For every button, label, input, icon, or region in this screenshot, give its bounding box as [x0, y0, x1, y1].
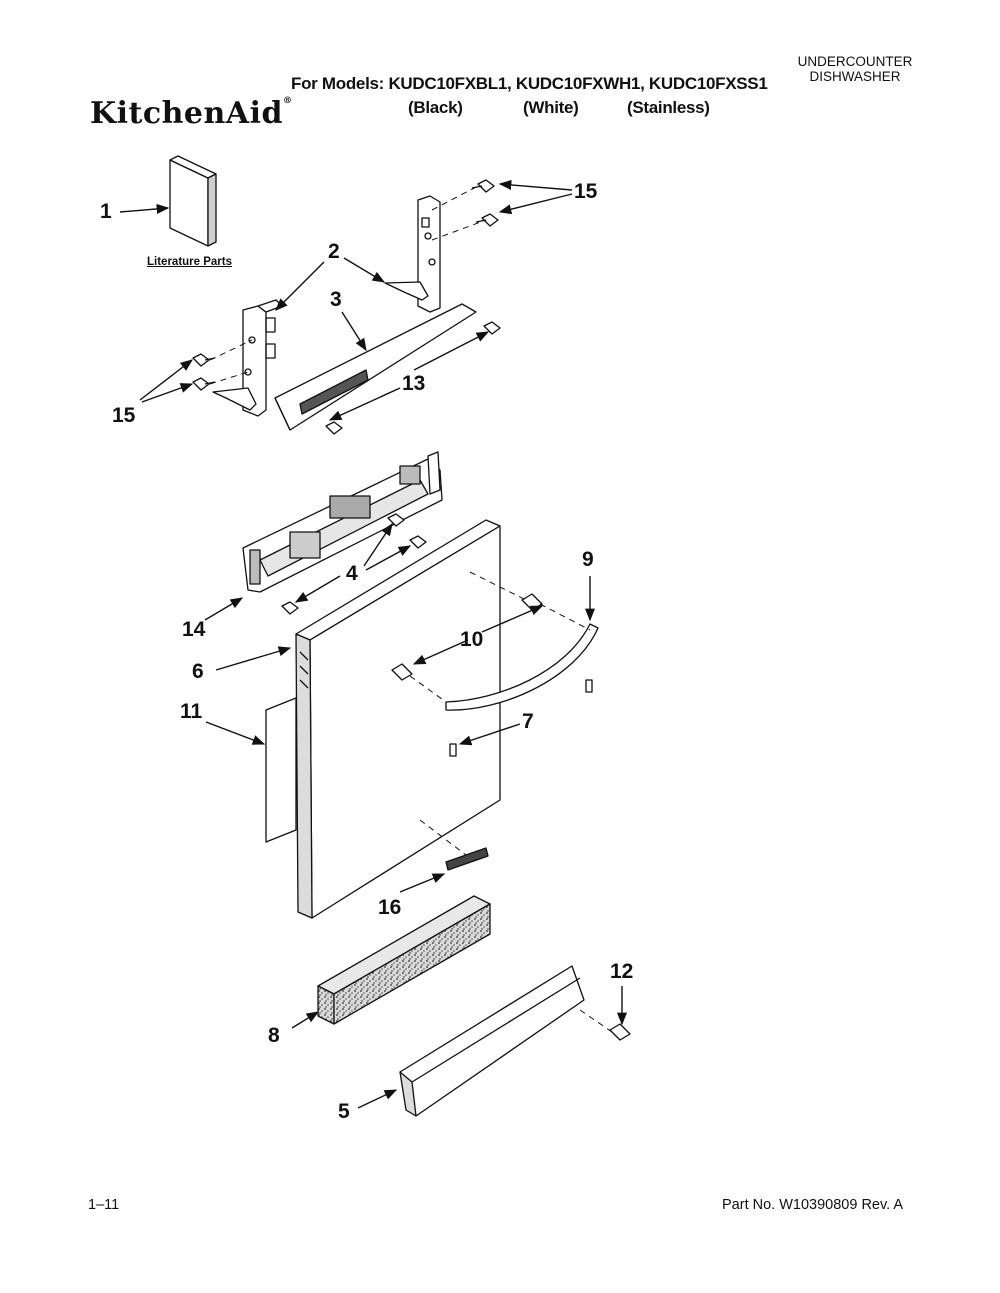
- mounting-bracket-right: [384, 195, 441, 313]
- spacer-parts: [281, 513, 543, 681]
- registered-mark: ®: [282, 96, 293, 106]
- brand-logo: KitchenAid®: [90, 96, 292, 131]
- callout-arrows: [119, 179, 628, 1109]
- callout-5: 5: [338, 1100, 350, 1123]
- callout-14: 14: [182, 618, 206, 641]
- mounting-bracket-left: [212, 299, 283, 417]
- finish-black: (Black): [408, 98, 463, 117]
- page-number: 1–11: [88, 1197, 120, 1213]
- callout-11: 11: [180, 700, 203, 723]
- top-trim-panel: [274, 303, 477, 431]
- literature-booklet-part: [169, 155, 217, 247]
- callout-13: 13: [402, 372, 426, 395]
- models-line: For Models: KUDC10FXBL1, KUDC10FXWH1, KU…: [291, 74, 768, 93]
- nameplate-badge: [445, 847, 489, 871]
- literature-parts-label: Literature Parts: [147, 256, 233, 268]
- toe-kick-panel: [399, 965, 585, 1117]
- callout-9: 9: [582, 548, 594, 571]
- callout-16: 16: [378, 896, 402, 919]
- callout-15-top: 15: [574, 180, 598, 203]
- callout-15-left: 15: [112, 404, 136, 427]
- callout-8: 8: [268, 1024, 280, 1047]
- brand-name: KitchenAid: [90, 96, 283, 131]
- appliance-category: UNDERCOUNTER DISHWASHER: [790, 54, 920, 84]
- callout-10: 10: [460, 628, 484, 651]
- finish-stainless: (Stainless): [627, 98, 710, 117]
- control-console-part: [242, 451, 443, 593]
- callout-7: 7: [522, 710, 534, 733]
- toe-kick-screw: [609, 1023, 631, 1041]
- callout-12: 12: [610, 960, 634, 983]
- callout-3: 3: [330, 288, 342, 311]
- toe-kick-insulation: [317, 895, 491, 1025]
- outer-door-panel: [295, 519, 501, 919]
- callout-4: 4: [346, 562, 358, 585]
- callout-6: 6: [192, 660, 204, 683]
- insulation-panel: [265, 697, 297, 843]
- callout-1: 1: [100, 200, 112, 223]
- assembly-guide-lines: [209, 185, 613, 1033]
- door-handle: [445, 623, 599, 757]
- category-line-2: DISHWASHER: [809, 69, 901, 84]
- part-number: Part No. W10390809 Rev. A: [722, 1197, 904, 1213]
- callout-2: 2: [328, 240, 340, 263]
- category-line-1: UNDERCOUNTER: [797, 54, 913, 69]
- finish-white: (White): [523, 98, 579, 117]
